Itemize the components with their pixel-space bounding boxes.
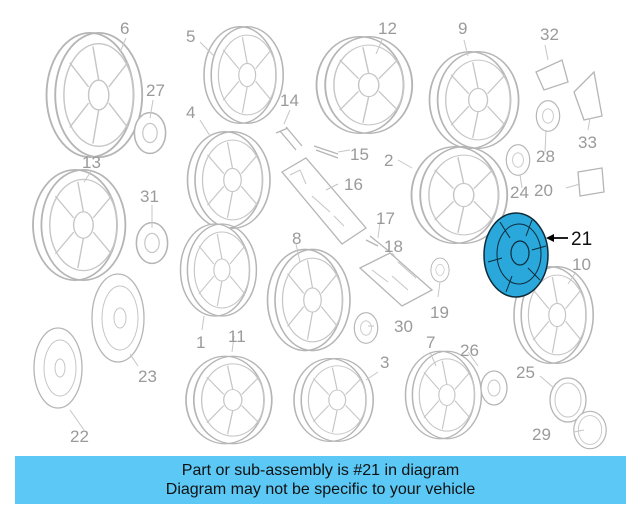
part-label-6: 6 <box>120 19 129 38</box>
part-label-31: 31 <box>140 187 159 206</box>
wheel-9 <box>428 50 520 150</box>
part-label-4: 4 <box>186 103 195 122</box>
part-label-29: 29 <box>532 425 551 444</box>
part-label-5: 5 <box>186 27 195 46</box>
wheel-4 <box>186 130 271 230</box>
wheel-3 <box>293 357 374 443</box>
part-label-22: 22 <box>70 427 89 446</box>
wheel-7 <box>404 350 483 440</box>
footer-notice: Part or sub-assembly is #21 in diagram D… <box>15 456 626 504</box>
emblem-32 <box>535 59 569 91</box>
nut-19 <box>430 257 450 283</box>
wheel-1 <box>179 223 258 317</box>
bolt-14 <box>275 126 303 151</box>
wheel-13 <box>32 168 127 282</box>
wheel-5 <box>203 25 284 125</box>
part-label-14: 14 <box>280 91 299 110</box>
part-label-17: 17 <box>376 209 395 228</box>
valve-15 <box>313 145 339 159</box>
wheel-11 <box>185 355 273 445</box>
gear-cap-30 <box>353 312 379 344</box>
part-label-12: 12 <box>378 19 397 38</box>
part-label-28: 28 <box>536 147 555 166</box>
part-label-24: 24 <box>510 183 529 202</box>
part-label-3: 3 <box>380 353 389 372</box>
part-label-32: 32 <box>540 25 559 44</box>
hubcap-21-highlighted[interactable] <box>483 212 549 298</box>
part-label-8: 8 <box>292 229 301 248</box>
valve-kit-16 <box>281 157 367 245</box>
footer-line-2: Diagram may not be specific to your vehi… <box>165 481 476 498</box>
part-label-13: 13 <box>82 153 101 172</box>
parts-diagram: 6 5 12 9 32 27 14 4 33 15 28 2 13 16 24 … <box>32 19 607 450</box>
footer-line-1: Part or sub-assembly is #21 in diagram <box>181 462 460 479</box>
arrow-21-icon <box>546 234 554 242</box>
emblem-24 <box>505 144 531 176</box>
label-20 <box>577 167 605 197</box>
gear-cap-26 <box>480 370 508 406</box>
part-label-15: 15 <box>350 145 369 164</box>
leader-lines <box>69 37 591 433</box>
part-label-16: 16 <box>344 175 363 194</box>
part-label-30: 30 <box>394 317 413 336</box>
center-cap-27 <box>133 111 167 155</box>
part-label-23: 23 <box>138 367 157 386</box>
wheel-8 <box>266 248 351 352</box>
wheel-cover-22 <box>33 327 83 409</box>
part-label-18: 18 <box>384 237 403 256</box>
part-label-10: 10 <box>572 255 591 274</box>
part-label-1: 1 <box>196 333 205 352</box>
part-label-11: 11 <box>228 327 246 346</box>
bolt-17 <box>365 235 391 253</box>
ring-29 <box>573 410 607 450</box>
part-label-26: 26 <box>460 341 479 360</box>
part-label-33: 33 <box>578 133 597 152</box>
part-label-27: 27 <box>146 81 165 100</box>
bolt-kit-18 <box>358 252 434 307</box>
part-label-25: 25 <box>516 363 535 382</box>
part-label-20: 20 <box>534 181 553 200</box>
wheel-12 <box>315 35 414 135</box>
wheel-cover-23 <box>91 273 145 363</box>
part-label-2: 2 <box>384 151 393 170</box>
emblem-28 <box>535 100 561 132</box>
part-label-21-highlighted[interactable]: 21 <box>571 229 592 250</box>
emblem-33 <box>573 70 603 121</box>
part-label-19: 19 <box>430 303 449 322</box>
part-label-7: 7 <box>426 333 435 352</box>
center-cap-31 <box>135 221 169 265</box>
wheel-6 <box>45 31 144 159</box>
part-label-9: 9 <box>458 19 467 38</box>
